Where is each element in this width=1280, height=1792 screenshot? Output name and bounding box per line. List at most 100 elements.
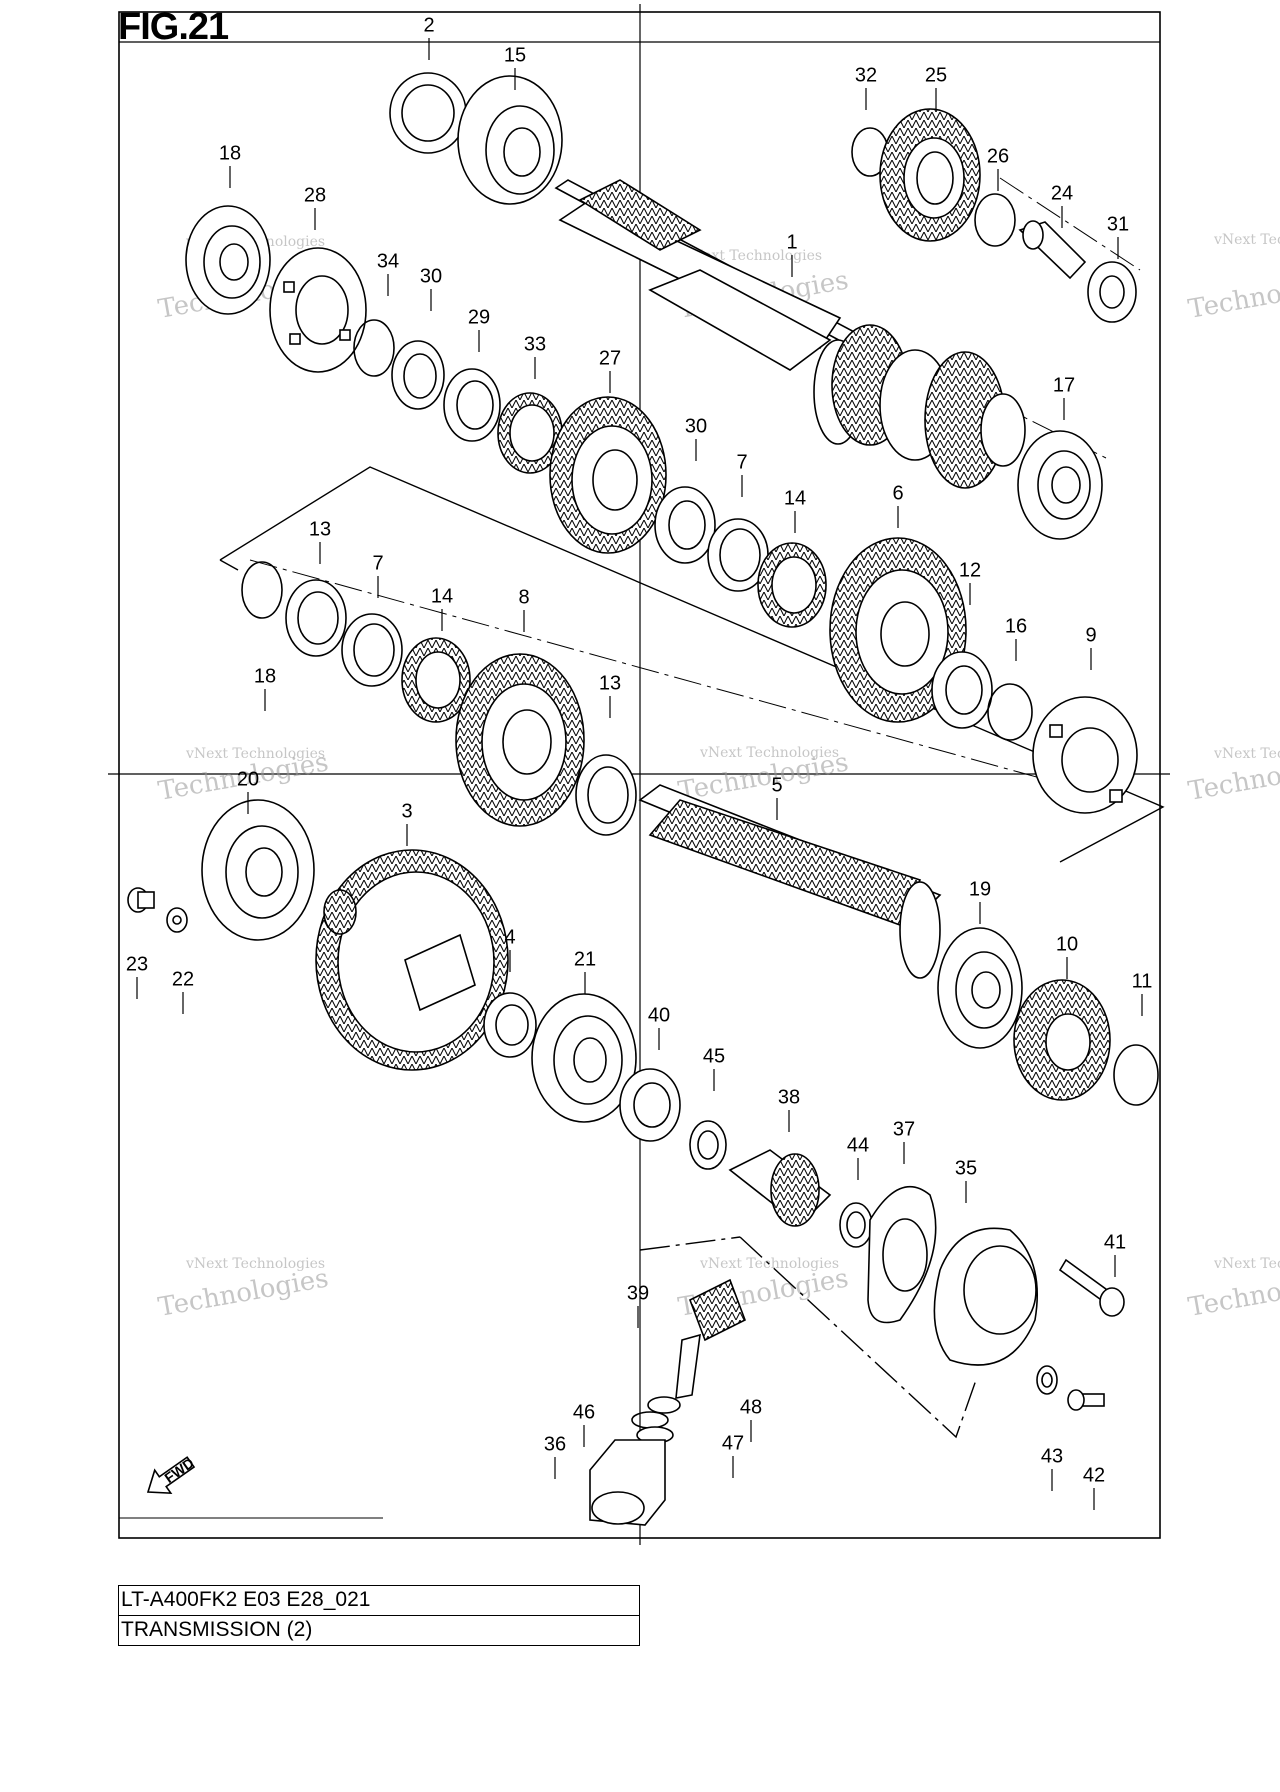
callout-number: 29	[468, 306, 490, 328]
part-2-oil-seal	[389, 72, 467, 154]
callout-number: 12	[959, 559, 981, 581]
part-40-oil-seal	[619, 1068, 681, 1142]
callout-c25: 25	[925, 64, 947, 110]
part-4-oil-seal	[483, 992, 537, 1058]
callout-c17: 17	[1053, 374, 1075, 420]
callout-c12: 12	[959, 559, 981, 605]
part-45-washer	[689, 1120, 727, 1170]
part-19-bearing	[937, 927, 1023, 1049]
callout-number: 11	[1132, 970, 1153, 992]
part-13-washer	[575, 754, 637, 836]
part-18-circlip	[241, 561, 283, 619]
callout-c23: 23	[126, 953, 148, 999]
part-21-bearing	[531, 993, 637, 1123]
callout-number: 27	[599, 347, 621, 369]
assembly-brackets	[219, 466, 1165, 1439]
callout-c5: 5	[771, 774, 783, 820]
part-27-gear	[549, 396, 667, 554]
callout-number: 40	[648, 1004, 670, 1026]
part-11-circlip	[1113, 1044, 1159, 1106]
callout-c6: 6	[892, 482, 904, 528]
callout-c8: 8	[518, 586, 530, 632]
callout-c40: 40	[648, 1004, 670, 1050]
callout-number: 30	[420, 265, 442, 287]
part-30-washer	[391, 340, 445, 410]
callout-number: 19	[969, 878, 991, 900]
callout-c37: 37	[893, 1118, 915, 1164]
callout-c11: 11	[1132, 970, 1153, 1016]
callout-number: 26	[987, 145, 1009, 167]
watermark-line1: vNext Technologies	[185, 746, 325, 762]
part-17-bearing	[1017, 430, 1103, 540]
part-43-washer	[1036, 1365, 1058, 1395]
part-35-speedometer-housing	[933, 1227, 1038, 1366]
part-29-bushing	[443, 368, 501, 442]
part-1-countershaft	[554, 179, 1026, 489]
watermark-line2: Technologies	[1186, 265, 1280, 324]
part-46-o-ring	[631, 1411, 669, 1429]
callout-number: 30	[685, 415, 707, 437]
callout-c24: 24	[1051, 182, 1073, 228]
callout-number: 14	[431, 585, 453, 607]
model-code-row: LT-A400FK2 E03 E28_021	[118, 1585, 640, 1616]
callout-number: 18	[254, 665, 276, 687]
part-10-gear	[1013, 979, 1111, 1101]
part-30-washer	[654, 486, 716, 564]
callout-c2: 2	[423, 14, 435, 60]
callout-number: 44	[847, 1134, 869, 1156]
part-38-drive-gear	[728, 1149, 832, 1227]
callout-number: 24	[1051, 182, 1073, 204]
part-48-washer	[647, 1396, 681, 1414]
callout-number: 43	[1041, 1445, 1063, 1467]
part-6-gear	[829, 537, 967, 723]
fwd-label: FWD	[161, 1455, 196, 1486]
callout-number: 42	[1083, 1464, 1105, 1486]
part-39-driven-gear	[675, 1278, 747, 1399]
callout-c13b: 13	[599, 672, 621, 718]
part-15-bearing	[457, 75, 563, 205]
callout-c14b: 14	[431, 585, 453, 631]
part-9-dog-clutch	[1032, 696, 1138, 814]
part-37-gasket	[867, 1185, 937, 1324]
callout-number: 25	[925, 64, 947, 86]
callout-number: 47	[722, 1432, 744, 1454]
callout-c30b: 30	[685, 415, 707, 461]
callout-c29: 29	[468, 306, 490, 352]
part-8-gear	[455, 653, 585, 827]
callout-number: 15	[504, 44, 526, 66]
part-36-bushing	[589, 1439, 666, 1526]
callout-number: 13	[599, 672, 621, 694]
part-23-bolt	[127, 887, 155, 913]
callout-number: 48	[740, 1396, 762, 1418]
callout-c27: 27	[599, 347, 621, 393]
part-7-bushing	[341, 613, 403, 687]
part-24-shaft-pin	[1018, 220, 1087, 280]
callout-c45: 45	[703, 1045, 725, 1091]
model-code: LT-A400FK2 E03 E28_021	[121, 1588, 371, 1611]
callout-number: 32	[855, 64, 877, 86]
callout-number: 46	[573, 1401, 595, 1423]
callout-c3: 3	[401, 800, 413, 846]
callout-number: 21	[574, 948, 596, 970]
callout-c36: 36	[544, 1433, 566, 1479]
callout-number: 8	[518, 586, 529, 608]
callout-c44: 44	[847, 1134, 869, 1180]
callout-c15: 15	[504, 44, 526, 90]
part-20-bearing	[201, 799, 315, 941]
callout-c38: 38	[778, 1086, 800, 1132]
callout-c33: 33	[524, 333, 546, 379]
figure-title: FIG.21	[118, 6, 229, 48]
part-26-bushing	[974, 193, 1016, 247]
watermark-line1: vNext Technologies	[185, 1256, 325, 1272]
callout-number: 3	[401, 800, 412, 822]
watermark-line1: vNext Technologies	[1213, 746, 1280, 762]
callout-number: 9	[1085, 624, 1096, 646]
callout-number: 33	[524, 333, 546, 355]
callout-number: 36	[544, 1433, 566, 1455]
callout-c31: 31	[1107, 213, 1129, 259]
part-44-washer	[839, 1202, 873, 1248]
callout-c26: 26	[987, 145, 1009, 191]
callout-number: 14	[784, 487, 806, 509]
callout-number: 23	[126, 953, 148, 975]
